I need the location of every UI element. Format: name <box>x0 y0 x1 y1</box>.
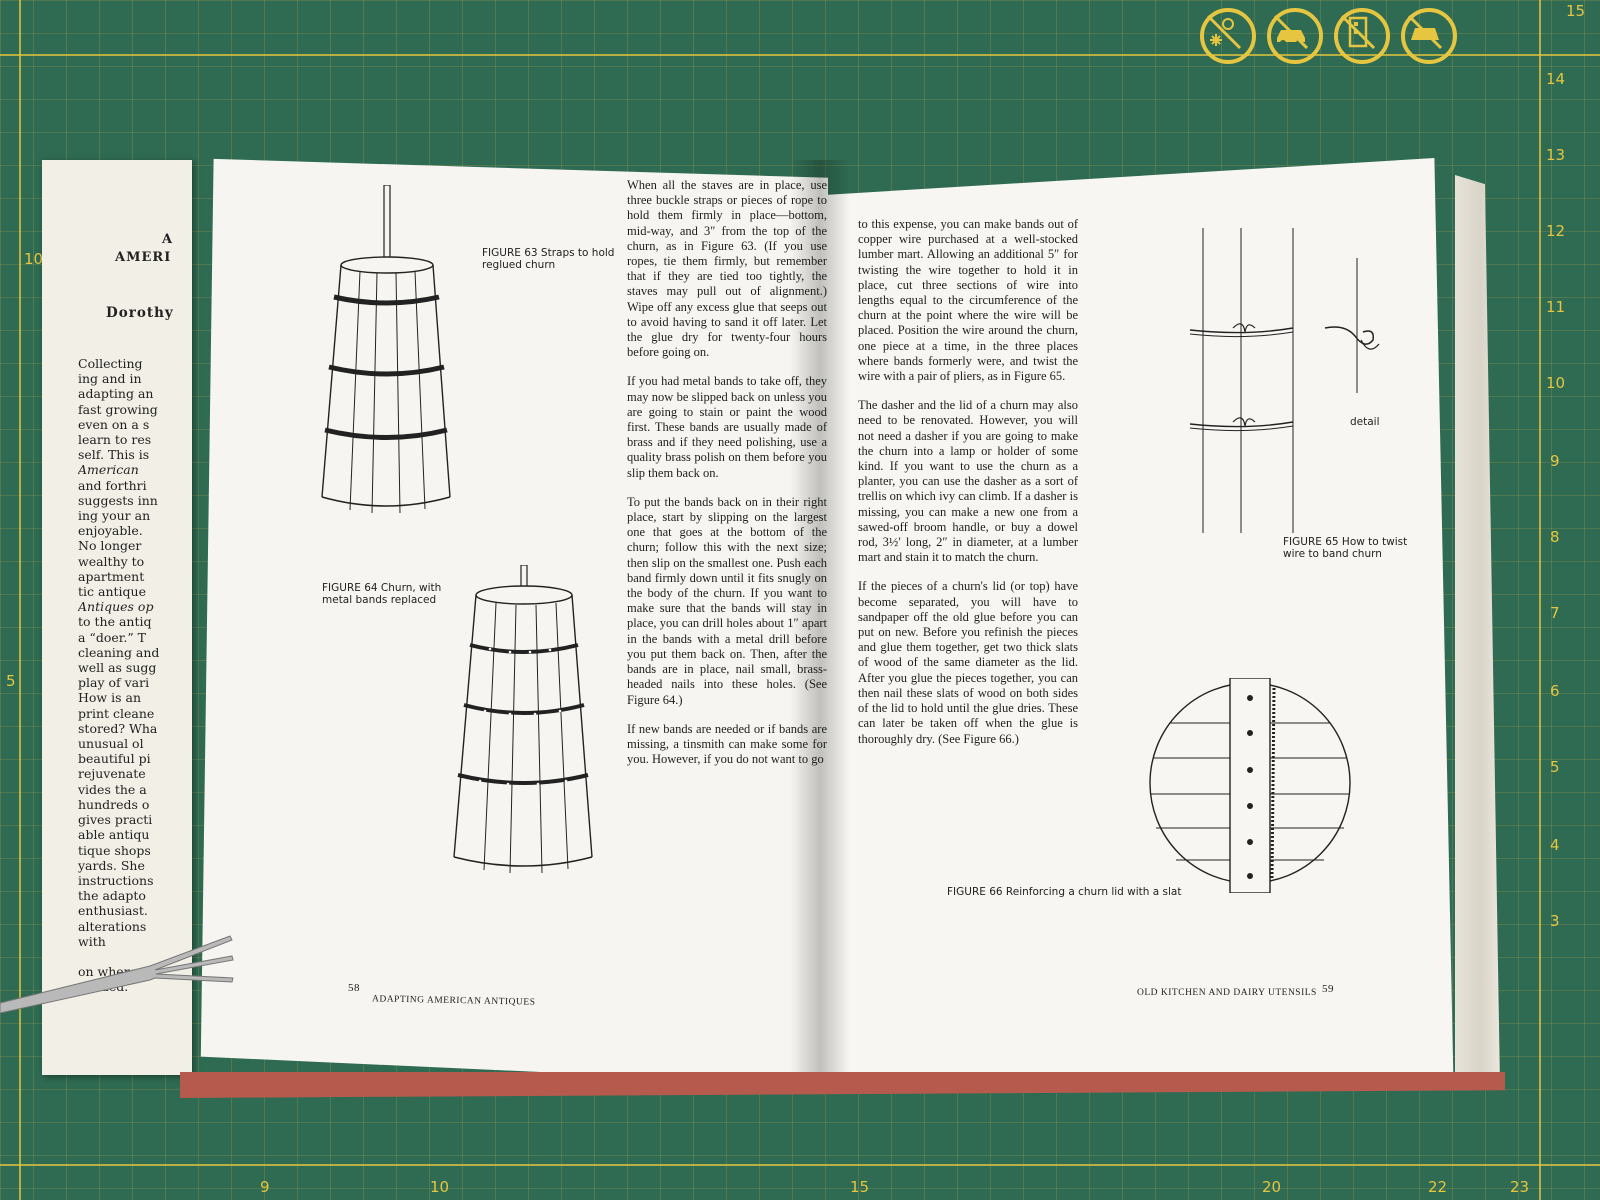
figure-66-caption: FIGURE 66 Reinforcing a churn lid with a… <box>947 886 1182 898</box>
right-page-text-column: to this expense, you can make bands out … <box>858 217 1078 761</box>
flap-line: self. This is <box>78 447 150 463</box>
flap-line: a “doer.” T <box>78 629 147 645</box>
flap-line: beautiful pi <box>78 751 151 767</box>
ruler-label: 22 <box>1428 1178 1448 1196</box>
flap-line: ing and in <box>78 371 142 387</box>
ruler-label: 9 <box>260 1178 270 1196</box>
ruler-label: 5 <box>1550 758 1560 776</box>
flap-line: rejuvenate <box>78 766 146 782</box>
page-number-left: 58 <box>348 982 360 994</box>
left-page <box>200 158 828 1085</box>
figure-65-caption: FIGURE 65 How to twist wire to band chur… <box>1283 536 1408 560</box>
flap-line: fast growing <box>78 401 158 417</box>
no-iron-icon <box>1401 8 1457 64</box>
flap-line: apartment <box>78 568 145 584</box>
flap-line: hundreds o <box>78 796 150 812</box>
paragraph: When all the staves are in place, use th… <box>627 178 827 360</box>
flap-line: yards. She <box>78 857 145 873</box>
figure-66-lid-illustration <box>1149 678 1351 893</box>
flap-title-line-2: AMERI <box>115 250 172 265</box>
figure-65-wire-illustration <box>1189 228 1380 533</box>
flap-line: ing your an <box>78 508 151 524</box>
paragraph: If you had metal bands to take off, they… <box>627 374 827 480</box>
ruler-label: 23 <box>1510 1178 1530 1196</box>
flap-line: suggests inn <box>78 492 158 508</box>
flap-blurb: Collecting ing and in adapting an fast g… <box>78 356 173 1036</box>
flap-line: enthusiast. <box>78 903 148 919</box>
flap-line: able antiqu <box>78 827 150 843</box>
flap-line: How is an <box>78 690 141 706</box>
figure-64-churn-illustration <box>453 565 593 874</box>
flap-title-line-1: A <box>162 232 174 247</box>
flap-line: Antiques op <box>78 599 154 615</box>
flap-line: the adapto <box>78 888 146 904</box>
ruler-label: 20 <box>1262 1178 1282 1196</box>
paragraph: If the pieces of a churn's lid (or top) … <box>858 579 1078 746</box>
flap-line: instructions <box>78 872 154 888</box>
flap-author: Dorothy <box>106 305 174 321</box>
flap-line: with <box>78 933 106 949</box>
paragraph: If new bands are needed or if bands are … <box>627 721 827 767</box>
ruler-label: 3 <box>1550 912 1560 930</box>
flap-line: adapting an <box>78 386 154 402</box>
ruler-label: 14 <box>1546 70 1566 88</box>
ruler-label: 10 <box>430 1178 450 1196</box>
ruler-label: 8 <box>1550 528 1560 546</box>
figure-64-caption: FIGURE 64 Churn, with metal bands replac… <box>322 582 442 606</box>
dust-jacket-flap <box>42 160 192 1075</box>
paragraph: to this expense, you can make bands out … <box>858 217 1078 384</box>
flap-line: unusual ol <box>78 736 144 752</box>
flap-line: No longer <box>78 538 142 554</box>
ruler-label: 10 <box>1546 374 1566 392</box>
paragraph: To put the bands back on in their right … <box>627 494 827 707</box>
flap-line: tique shops <box>78 842 151 858</box>
flap-line: tic antique <box>78 584 146 600</box>
figure-63-churn-illustration <box>321 185 451 514</box>
ruler-label: 7 <box>1550 604 1560 622</box>
flap-line: vides the a <box>78 781 147 797</box>
flap-line: Collecting <box>78 356 143 371</box>
book-cover-edge <box>180 1072 1505 1098</box>
book-gutter <box>790 160 850 1090</box>
flap-line: to the antiq <box>78 614 152 630</box>
figure-63-caption: FIGURE 63 Straps to hold reglued churn <box>482 247 615 271</box>
flap-line: alterations <box>78 918 147 934</box>
ruler-label: 12 <box>1546 222 1566 240</box>
flap-line: learn to res <box>78 432 152 448</box>
ruler-label: 9 <box>1550 452 1560 470</box>
figure-65-detail-label: detail <box>1350 416 1380 428</box>
ruler-label: 6 <box>1550 682 1560 700</box>
flap-line: well as sugg <box>78 660 157 676</box>
ruler-label: 5 <box>6 672 16 690</box>
flap-line: enjoyable. <box>78 523 143 539</box>
running-head-right: OLD KITCHEN AND DAIRY UTENSILS <box>1137 988 1317 998</box>
page-edges <box>1455 175 1500 1085</box>
flap-line: play of vari <box>78 675 150 691</box>
flap-line: American <box>78 462 139 478</box>
paragraph: The dasher and the lid of a churn may al… <box>858 398 1078 565</box>
no-sun-snow-icon <box>1200 8 1256 64</box>
flap-line: wealthy to <box>78 553 145 569</box>
flap-line: even on a s <box>78 416 150 432</box>
fork-object <box>0 935 234 1013</box>
flap-line: and forthri <box>78 477 147 493</box>
page-number-right: 59 <box>1322 983 1334 995</box>
ruler-label: 15 <box>1566 2 1586 20</box>
ruler-label: 10 <box>24 250 44 268</box>
flap-line: cleaning and <box>78 644 160 660</box>
flap-line: gives practi <box>78 812 153 828</box>
flap-line: print cleane <box>78 705 155 721</box>
right-page <box>820 158 1454 1088</box>
ruler-label: 15 <box>850 1178 870 1196</box>
flap-line: stored? Wha <box>78 720 158 736</box>
no-car-icon <box>1267 8 1323 64</box>
ruler-label: 13 <box>1546 146 1566 164</box>
left-page-text-column: When all the staves are in place, use th… <box>627 178 827 781</box>
ruler-label: 4 <box>1550 836 1560 854</box>
no-building-icon <box>1334 8 1390 64</box>
ruler-label: 11 <box>1546 298 1566 316</box>
